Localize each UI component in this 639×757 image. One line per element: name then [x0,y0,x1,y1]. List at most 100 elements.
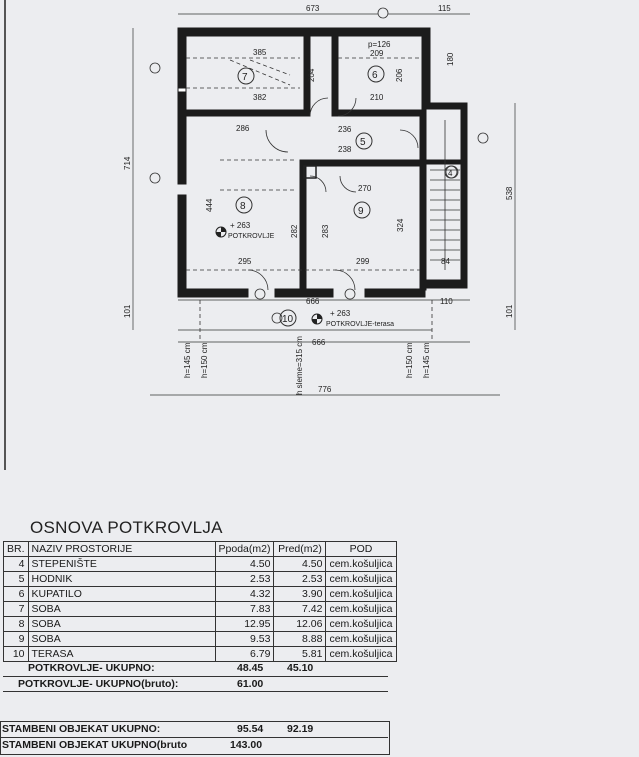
cell-naziv: HODNIK [27,571,216,587]
cell-ppoda: 4.50 [214,556,275,572]
table-row: 7 SOBA 7.83 7.42 cem.košuljica [3,601,397,617]
cell-br: 8 [3,616,29,632]
table-header-row: BR. NAZIV PROSTORIJE Ppoda(m2) Pred(m2) … [3,541,397,557]
dim-room8-bottom: 295 [238,257,252,266]
h150-left: h=150 cm [200,342,209,378]
table-row: 8 SOBA 12.95 12.06 cem.košuljica [3,616,397,632]
cell-ppoda: 9.53 [214,631,275,647]
cell-pred: 12.06 [273,616,327,632]
level-marker-room8 [215,226,227,238]
cell-pod: cem.košuljica [325,586,397,602]
cell-naziv: TERASA [27,646,216,662]
cell-pred: 4.50 [273,556,327,572]
header-ppoda: Ppoda(m2) [214,541,275,557]
dim-room8-h: 444 [205,198,214,212]
cell-br: 5 [3,571,29,587]
h150-right: h=150 cm [405,342,414,378]
cell-naziv: SOBA [27,601,216,617]
cell-pod: cem.košuljica [325,631,397,647]
cell-pod: cem.košuljica [325,601,397,617]
document-title: OSNOVA POTKROVLJA [30,518,223,537]
cell-pod: cem.košuljica [325,646,397,662]
cell-pod: cem.košuljica [325,556,397,572]
total-potkrovlje-label: POTKROVLJE- UKUPNO: [28,662,155,674]
cell-br: 10 [3,646,29,662]
dim-bottom-total: 776 [318,385,332,394]
cell-pod: cem.košuljica [325,616,397,632]
total-objekat-bruto: 143.00 [230,739,263,751]
cell-naziv: SOBA [27,616,216,632]
dim-room8-w: 286 [236,124,250,133]
header-br: BR. [3,541,29,557]
dim-stair-h: 180 [446,52,455,66]
dim-bottom-inner: 666 [306,297,320,306]
cell-naziv: SOBA [27,631,216,647]
room-number-6: 6 [372,70,378,81]
total-potkrovlje-red: 45.10 [287,662,314,674]
dim-room7-w1: 385 [253,48,267,57]
dim-right-total: 538 [505,186,514,200]
label-potkrovlje: POTKROVLJE [228,233,275,240]
cell-pod: cem.košuljica [325,571,397,587]
door-swings [247,97,419,291]
objekat-totals-box [0,721,390,755]
room-number-7: 7 [242,72,248,83]
cell-ppoda: 4.32 [214,586,275,602]
header-naziv: NAZIV PROSTORIJE [27,541,216,557]
label-terasa: POTKROVLJE-terasa [326,321,394,328]
roof-lines [186,57,433,340]
room-number-9: 9 [358,206,364,217]
cell-pred: 5.81 [273,646,327,662]
rooms-table: BR. NAZIV PROSTORIJE Ppoda(m2) Pred(m2) … [3,541,397,662]
dim-stair-w: 84 [441,257,450,266]
h145-right: h=145 cm [422,342,431,378]
total-potkrovlje-floor: 48.45 [237,662,264,674]
h-sleme: h sleme=315 cm [295,336,304,395]
cell-br: 6 [3,586,29,602]
dim-room7-w2: 382 [253,93,267,102]
level-marker-terasa [311,313,323,325]
dim-room6-h: 206 [395,68,404,82]
cell-naziv: STEPENIŠTE [27,556,216,572]
section-markers [149,7,489,324]
dim-room7-h: 204 [307,68,316,82]
total-objekat-red: 92.19 [287,723,314,735]
cell-ppoda: 2.53 [214,571,275,587]
dim-p126: p=126 [368,40,391,49]
cell-br: 9 [3,631,29,647]
h145-left: h=145 cm [183,342,192,378]
chimney [303,165,317,179]
dim-mid-h2: 282 [290,224,299,238]
cell-ppoda: 12.95 [214,616,275,632]
total-objekat-bruto-label: STAMBENI OBJEKAT UKUPNO(bruto [2,739,188,751]
table-row: 9 SOBA 9.53 8.88 cem.košuljica [3,631,397,647]
cell-pred: 7.42 [273,601,327,617]
dim-room9-h: 324 [396,218,405,232]
dim-top-total: 673 [306,4,320,13]
room-number-10: 10 [282,314,294,325]
floor-plan-drawing: 673 115 714 538 101 101 776 666 666 110 … [4,0,516,470]
cell-br: 7 [3,601,29,617]
dim-room6-w1: 209 [370,49,384,58]
dim-bottom-right: 110 [440,297,453,306]
cell-pred: 3.90 [273,586,327,602]
staircase [430,120,460,270]
header-pred: Pred(m2) [273,541,327,557]
dim-hall-w1: 236 [338,125,352,134]
level-a: + 263 [230,221,251,230]
dim-room9-w: 270 [358,184,372,193]
cell-pred: 8.88 [273,631,327,647]
dim-right-lower: 101 [505,304,514,318]
cell-naziv: KUPATILO [27,586,216,602]
cell-ppoda: 7.83 [214,601,275,617]
room-number-5: 5 [360,137,366,148]
header-pod: POD [325,541,397,557]
level-b: + 263 [330,309,351,318]
table-row: 6 KUPATILO 4.32 3.90 cem.košuljica [3,586,397,602]
total-potkrovlje-bruto-label: POTKROVLJE- UKUPNO(bruto): [18,678,179,690]
dim-left-total: 714 [123,156,132,170]
dim-mid-h: 283 [321,224,330,238]
table-row: 5 HODNIK 2.53 2.53 cem.košuljica [3,571,397,587]
dim-room6-w2: 210 [370,93,384,102]
